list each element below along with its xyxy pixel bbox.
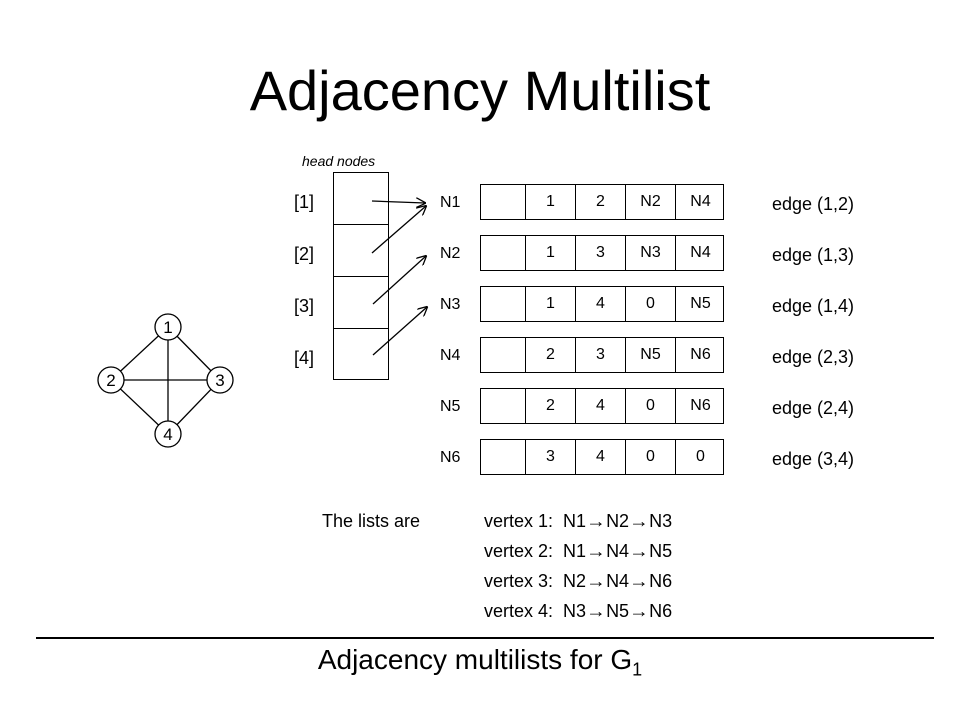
node-path2-field: N4: [675, 236, 725, 270]
arrow-right-icon: →: [629, 571, 649, 591]
list-node: N3: [649, 511, 673, 531]
list-node: N3: [563, 601, 587, 621]
vertex-list-name: vertex 1:: [484, 511, 554, 531]
list-node: N4: [606, 541, 630, 561]
node-record-n1: 1 2 N2 N4: [480, 184, 724, 220]
list-node: N1: [563, 541, 587, 561]
graph-vertex-label-1: 1: [163, 318, 172, 337]
vertex-list-name: vertex 4:: [484, 601, 554, 621]
edge-label-n6: edge (3,4): [772, 449, 855, 469]
node-path2-field: N5: [675, 287, 725, 321]
list-node: N4: [606, 571, 630, 591]
arrow-right-icon: →: [586, 511, 606, 531]
arrow-right-icon: →: [629, 541, 649, 561]
list-node: N1: [563, 511, 587, 531]
node-path2-field: N6: [675, 389, 725, 423]
node-path1-field: N3: [625, 236, 675, 270]
head-pointer-arrow-2: [371, 206, 426, 254]
node-label-n5: N5: [440, 398, 461, 415]
node-record-n5: 2 4 0 N6: [480, 388, 724, 424]
node-path1-field: 0: [625, 389, 675, 423]
vertex-list-name: vertex 3:: [484, 571, 554, 591]
node-label-n4: N4: [440, 347, 461, 364]
head-index-2: [2]: [294, 244, 315, 264]
node-vertex1-field: 1: [525, 287, 575, 321]
edge-label-n1: edge (1,2): [772, 194, 855, 214]
arrow-right-icon: →: [586, 571, 606, 591]
arrow-right-icon: →: [586, 541, 606, 561]
vertex-list-name: vertex 2:: [484, 541, 554, 561]
footer-caption-text: Adjacency multilists for G: [317, 644, 633, 675]
graph-vertex-label-3: 3: [215, 371, 224, 390]
node-vertex2-field: 4: [575, 389, 625, 423]
node-path1-field: 0: [625, 287, 675, 321]
graph-vertex-2: [97, 366, 125, 394]
node-vertex2-field: 3: [575, 236, 625, 270]
node-label-n3: N3: [440, 296, 461, 313]
head-nodes-array: [333, 172, 389, 380]
list-node: N6: [649, 601, 673, 621]
vertex-list-2: vertex 2: N1→N4→N5: [484, 541, 672, 562]
footer-divider: [36, 637, 934, 639]
node-path2-field: N4: [675, 185, 725, 219]
arrow-right-icon: →: [629, 511, 649, 531]
vertex-list-1: vertex 1: N1→N2→N3: [484, 511, 672, 532]
list-node: N5: [606, 601, 630, 621]
node-vertex2-field: 3: [575, 338, 625, 372]
list-node: N2: [606, 511, 630, 531]
node-path2-field: N6: [675, 338, 725, 372]
arrow-right-icon: →: [586, 601, 606, 621]
node-vertex2-field: 2: [575, 185, 625, 219]
head-pointer-arrow-1: [371, 201, 425, 203]
graph-vertex-label-4: 4: [163, 425, 172, 444]
footer-caption: Adjacency multilists for G1: [0, 644, 960, 681]
node-vertex2-field: 4: [575, 440, 625, 474]
head-nodes-caption: head nodes: [302, 153, 376, 169]
node-path1-field: N2: [625, 185, 675, 219]
node-label-n2: N2: [440, 245, 461, 262]
page-title: Adjacency Multilist: [249, 59, 711, 122]
vertex-list-4: vertex 4: N3→N5→N6: [484, 601, 672, 622]
node-record-n2: 1 3 N3 N4: [480, 235, 724, 271]
node-vertex1-field: 1: [525, 185, 575, 219]
head-pointer-arrow-4: [372, 307, 427, 356]
node-label-n1: N1: [440, 194, 461, 211]
head-index-3: [3]: [294, 296, 315, 316]
arrow-right-icon: →: [629, 601, 649, 621]
head-pointer-arrow-3: [372, 256, 426, 305]
edge-label-n3: edge (1,4): [772, 296, 855, 316]
list-node: N2: [563, 571, 587, 591]
list-node: N6: [649, 571, 673, 591]
graph-vertex-label-2: 2: [106, 371, 115, 390]
node-record-n3: 1 4 0 N5: [480, 286, 724, 322]
node-path1-field: 0: [625, 440, 675, 474]
footer-caption-subscript: 1: [632, 659, 643, 680]
node-vertex2-field: 4: [575, 287, 625, 321]
node-vertex1-field: 1: [525, 236, 575, 270]
node-vertex1-field: 2: [525, 389, 575, 423]
edge-label-n5: edge (2,4): [772, 398, 855, 418]
list-node: N5: [649, 541, 673, 561]
node-vertex1-field: 2: [525, 338, 575, 372]
head-index-4: [4]: [294, 348, 315, 368]
node-path2-field: 0: [675, 440, 725, 474]
node-record-n6: 3 4 0 0: [480, 439, 724, 475]
node-path1-field: N5: [625, 338, 675, 372]
graph-vertex-4: [154, 420, 182, 448]
graph-vertex-3: [206, 366, 234, 394]
node-label-n6: N6: [440, 449, 461, 466]
edge-label-n4: edge (2,3): [772, 347, 855, 367]
lists-label: The lists are: [322, 511, 421, 531]
graph-vertex-1: [154, 313, 182, 341]
head-divider: [334, 328, 388, 329]
head-divider: [334, 224, 388, 225]
node-record-n4: 2 3 N5 N6: [480, 337, 724, 373]
head-index-1: [1]: [294, 192, 315, 212]
node-vertex1-field: 3: [525, 440, 575, 474]
head-divider: [334, 276, 388, 277]
edge-label-n2: edge (1,3): [772, 245, 855, 265]
vertex-list-3: vertex 3: N2→N4→N6: [484, 571, 672, 592]
